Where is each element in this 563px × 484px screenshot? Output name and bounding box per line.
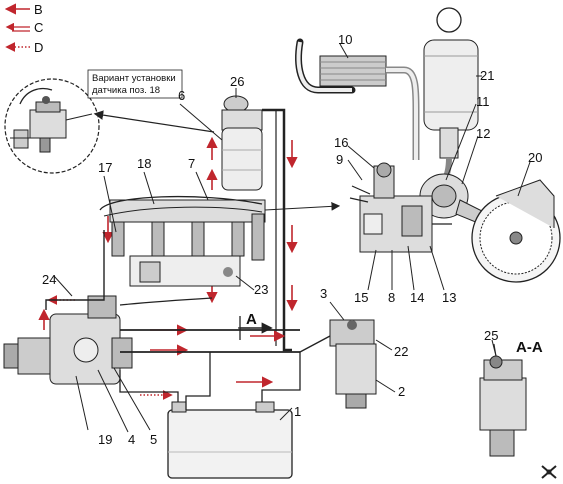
section-a-a-unit [479, 343, 527, 457]
label-25: 25 [484, 328, 498, 343]
coarse-filter [329, 319, 377, 409]
legend-item-d: D [5, 40, 43, 55]
note-line-1: Вариант установки [92, 73, 176, 84]
label-22: 22 [394, 344, 408, 359]
label-2: 2 [398, 384, 405, 399]
note-box: Вариант установки датчика поз. 18 [87, 69, 183, 99]
injector-rail [99, 195, 266, 287]
label-12: 12 [476, 126, 490, 141]
label-3: 3 [320, 286, 327, 301]
label-1: 1 [294, 404, 301, 419]
label-20: 20 [528, 150, 542, 165]
label-19: 19 [98, 432, 112, 447]
label-4: 4 [128, 432, 135, 447]
label-26: 26 [230, 74, 244, 89]
label-8: 8 [388, 290, 395, 305]
label-17: 17 [98, 160, 112, 175]
legend-item-c: C [5, 20, 43, 35]
high-pressure-pump [3, 295, 133, 385]
legend-label-d: D [34, 40, 43, 55]
callouts: 1 2 3 4 5 6 7 8 9 10 11 12 13 14 15 16 1 [42, 32, 543, 447]
air-filter [423, 7, 479, 159]
pump-unit-center [349, 162, 452, 253]
inset-pointer [93, 110, 215, 133]
legend-label-c: C [34, 20, 43, 35]
label-9: 9 [336, 152, 343, 167]
legend: B C D [4, 2, 43, 55]
label-7: 7 [188, 156, 195, 171]
charge-air-cooler [319, 55, 387, 87]
flywheel [471, 179, 561, 283]
legend-item-b: B [4, 2, 43, 17]
label-5: 5 [150, 432, 157, 447]
section-marker-a: A [246, 311, 257, 328]
fuel-tank [167, 401, 293, 479]
label-24: 24 [42, 272, 56, 287]
corner-tool-logo [541, 465, 557, 479]
legend-label-b: B [34, 2, 43, 17]
label-23: 23 [254, 282, 268, 297]
label-21: 21 [480, 68, 494, 83]
label-6: 6 [178, 88, 185, 103]
label-18: 18 [137, 156, 151, 171]
label-10: 10 [338, 32, 352, 47]
label-14: 14 [410, 290, 424, 305]
label-16: 16 [334, 135, 348, 150]
label-15: 15 [354, 290, 368, 305]
note-line-2: датчика поз. 18 [92, 85, 160, 96]
section-title-a-a: A-A [516, 339, 543, 356]
fine-filter [221, 95, 263, 191]
label-13: 13 [442, 290, 456, 305]
sensor-variant-inset [4, 78, 100, 174]
label-11: 11 [476, 94, 490, 109]
